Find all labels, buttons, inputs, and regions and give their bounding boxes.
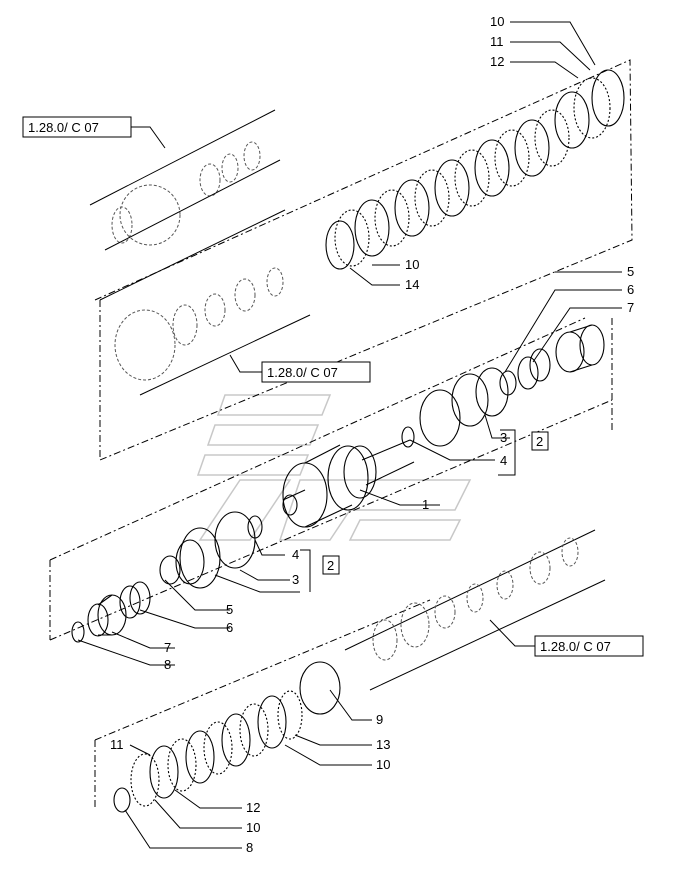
shaft-assembly — [282, 439, 415, 528]
label-7: 7 — [164, 640, 171, 655]
leader-lines — [77, 21, 622, 849]
assembly-outline-upper — [94, 59, 633, 461]
ghost-assembly-top — [89, 109, 281, 251]
watermark-logo — [196, 394, 472, 541]
part-labels: 10 11 12 10 14 5 6 7 3 4 1 4 3 5 6 7 8 9… — [110, 14, 634, 855]
assembly-outline-middle — [49, 317, 613, 641]
label-10: 10 — [405, 257, 419, 272]
svg-text:1.28.0/ C 07: 1.28.0/ C 07 — [267, 365, 338, 380]
label-10: 10 — [246, 820, 260, 835]
left-piston-group — [71, 511, 263, 643]
label-3: 3 — [292, 572, 299, 587]
label-6: 6 — [226, 620, 233, 635]
label-13: 13 — [376, 737, 390, 752]
label-11: 11 — [490, 34, 504, 49]
label-12: 12 — [246, 800, 260, 815]
ghost-assembly-bottom — [344, 529, 606, 691]
label-10: 10 — [376, 757, 390, 772]
boxed-label-2-lower: 2 — [322, 555, 340, 575]
label-7: 7 — [627, 300, 634, 315]
ghost-assembly-middle-left — [99, 209, 311, 396]
label-10: 10 — [490, 14, 504, 29]
svg-text:2: 2 — [536, 434, 543, 449]
reference-middle[interactable]: 1.28.0/ C 07 — [229, 354, 371, 383]
svg-text:1.28.0/ C 07: 1.28.0/ C 07 — [28, 120, 99, 135]
label-8: 8 — [164, 657, 171, 672]
label-12: 12 — [490, 54, 504, 69]
svg-text:2: 2 — [327, 558, 334, 573]
boxed-label-2-upper: 2 — [531, 431, 549, 451]
label-14: 14 — [405, 277, 419, 292]
label-4: 4 — [292, 547, 299, 562]
lower-disc-pack — [113, 661, 341, 813]
label-1: 1 — [422, 497, 429, 512]
assembly-outline-lower — [94, 599, 431, 810]
upper-disc-pack — [325, 69, 625, 270]
label-8: 8 — [246, 840, 253, 855]
label-9: 9 — [376, 712, 383, 727]
svg-text:1.28.0/ C 07: 1.28.0/ C 07 — [540, 639, 611, 654]
label-5: 5 — [226, 602, 233, 617]
label-11: 11 — [110, 737, 124, 752]
reference-bottom[interactable]: 1.28.0/ C 07 — [489, 619, 644, 657]
reference-top[interactable]: 1.28.0/ C 07 — [22, 116, 166, 149]
label-5: 5 — [627, 264, 634, 279]
label-6: 6 — [627, 282, 634, 297]
label-4: 4 — [500, 453, 507, 468]
label-3: 3 — [500, 430, 507, 445]
right-piston-group — [401, 324, 605, 448]
